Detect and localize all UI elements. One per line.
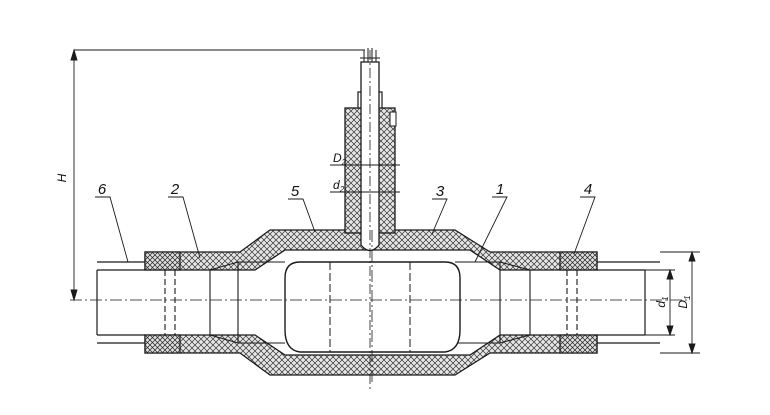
callout-4: 4: [584, 181, 592, 198]
label-D2: D2: [333, 151, 347, 167]
stem: [360, 48, 380, 390]
ball: [284, 261, 461, 353]
inner-bore: [164, 261, 578, 344]
right-end-ring: [559, 251, 598, 354]
label-H: H: [55, 173, 69, 182]
left-end-ring: [144, 251, 181, 354]
left-pipe: [96, 261, 145, 344]
dimension-D2-d2: [330, 164, 400, 193]
label-d1: d1: [654, 296, 670, 307]
callout-5: 5: [291, 183, 300, 200]
leader-lines: [95, 196, 596, 263]
label-d2: d2: [333, 178, 345, 194]
dimension-H: [70, 48, 365, 302]
label-D1: D1: [676, 295, 692, 308]
callout-3: 3: [436, 183, 445, 200]
right-pipe: [597, 261, 660, 344]
callout-6: 6: [98, 181, 107, 198]
callout-2: 2: [170, 181, 180, 198]
dimension-d1-D1: [645, 250, 700, 355]
center-lines: [70, 230, 690, 385]
callout-1: 1: [496, 181, 504, 198]
